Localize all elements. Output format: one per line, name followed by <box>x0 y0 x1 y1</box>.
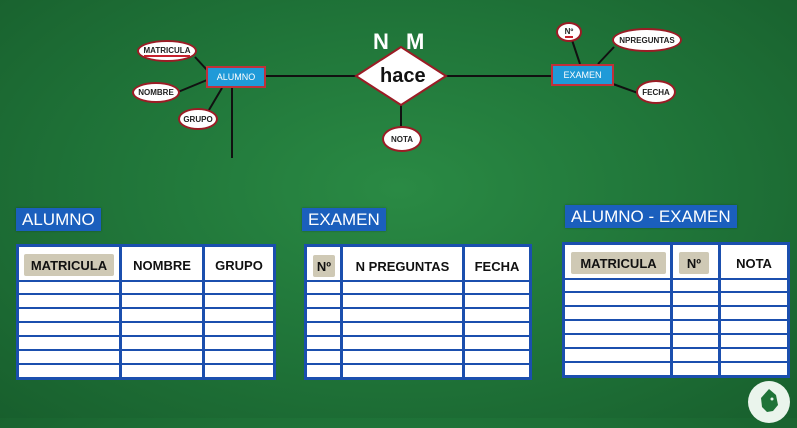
attr-matricula: MATRICULA <box>137 40 197 62</box>
entity-alumno: ALUMNO <box>206 66 266 88</box>
attr-nota: NOTA <box>382 126 422 152</box>
table-row-divider <box>19 280 273 282</box>
table-row-divider <box>307 363 529 365</box>
col-header-nota: NOTA <box>736 255 772 271</box>
er-connectors <box>177 39 639 158</box>
table-row-divider <box>565 291 787 293</box>
col-header-numero: Nº <box>679 252 709 274</box>
attr-grupo: GRUPO <box>178 108 218 130</box>
table-row-divider <box>19 335 273 337</box>
col-header-numero: Nº <box>313 255 335 277</box>
table-row-divider <box>307 335 529 337</box>
table-alumno: MATRICULA NOMBRE GRUPO <box>16 244 276 380</box>
lion-logo <box>748 381 790 423</box>
table-examen: Nº N PREGUNTAS FECHA <box>304 244 532 380</box>
table-row-divider <box>565 305 787 307</box>
table-row-divider <box>565 347 787 349</box>
table-row-divider <box>565 361 787 363</box>
col-header-npreguntas: N PREGUNTAS <box>355 258 450 274</box>
attr-nombre: NOMBRE <box>132 82 180 103</box>
table-row-divider <box>307 280 529 282</box>
table-row-divider <box>307 349 529 351</box>
table-row-divider <box>19 321 273 323</box>
table-row-divider <box>19 293 273 295</box>
relationship-diamond <box>354 45 448 107</box>
table-title-alumno-examen: ALUMNO - EXAMEN <box>565 205 737 228</box>
col-header-fecha: FECHA <box>474 258 520 274</box>
table-title-alumno: ALUMNO <box>16 208 101 231</box>
lion-icon <box>761 389 778 412</box>
table-row-divider <box>19 363 273 365</box>
relationship-label: hace <box>380 65 426 87</box>
table-row-divider <box>19 307 273 309</box>
col-header-nombre: NOMBRE <box>133 257 191 273</box>
table-row-divider <box>19 349 273 351</box>
cardinality-m: M <box>406 29 425 54</box>
table-row-divider <box>565 333 787 335</box>
col-header-grupo: GRUPO <box>215 257 263 273</box>
cardinality-n: N <box>373 29 389 54</box>
table-row-divider <box>307 321 529 323</box>
attr-numero: Nº <box>556 22 582 42</box>
table-row-divider <box>565 278 787 280</box>
table-title-examen: EXAMEN <box>302 208 386 231</box>
col-header-matricula: MATRICULA <box>571 252 666 274</box>
table-row-divider <box>307 307 529 309</box>
table-row-divider <box>565 319 787 321</box>
attr-fecha: FECHA <box>636 80 676 104</box>
attr-npreguntas: NPREGUNTAS <box>612 28 682 52</box>
entity-examen: EXAMEN <box>551 64 614 86</box>
table-alumno-examen: MATRICULA Nº NOTA <box>562 242 790 378</box>
col-header-matricula: MATRICULA <box>24 254 114 276</box>
table-row-divider <box>307 293 529 295</box>
